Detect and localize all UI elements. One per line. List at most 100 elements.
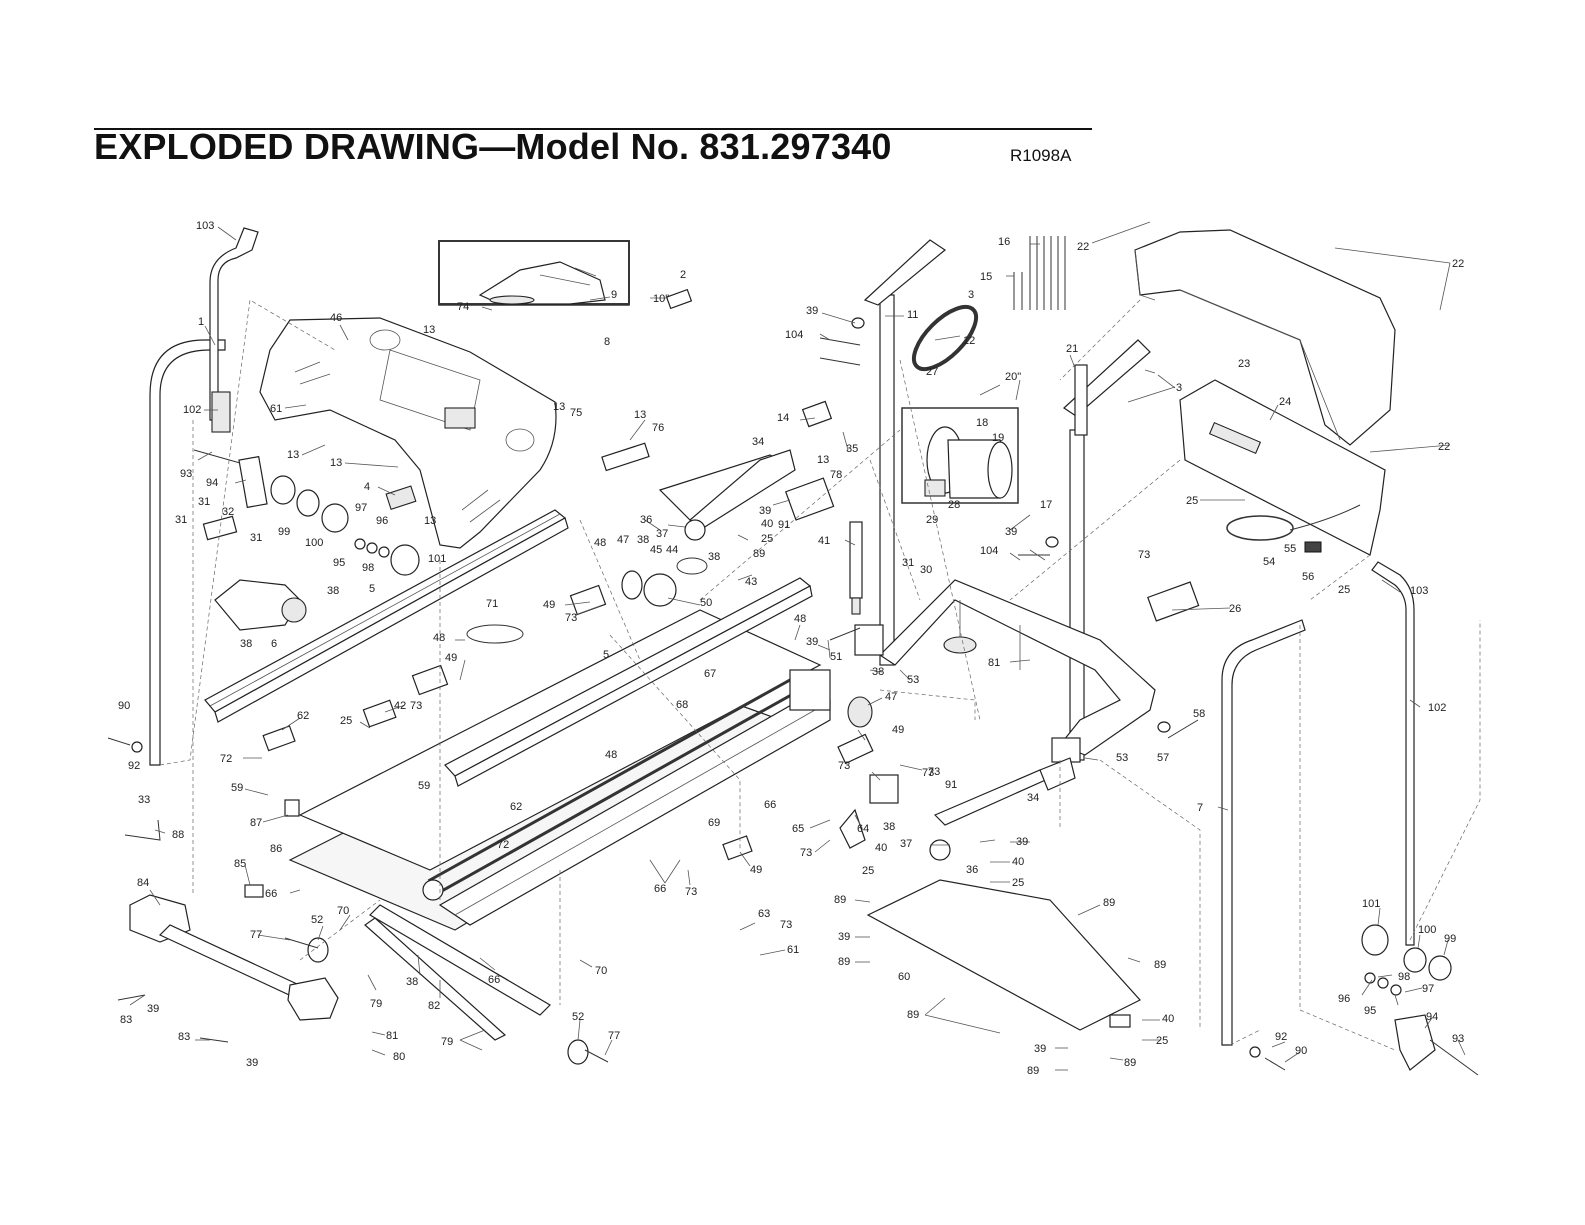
part-label-l83b: 83	[178, 1031, 190, 1043]
part-label-l46: 46	[330, 312, 342, 324]
part-label-l70a: 70	[337, 905, 349, 917]
part-label-l49a: 49	[543, 599, 555, 611]
part-label-l99a: 99	[278, 526, 290, 538]
part-label-l64: 64	[857, 823, 869, 835]
part-label-l61b: 61	[787, 944, 799, 956]
part-label-l25a: 25	[761, 533, 773, 545]
part-label-l13c: 13	[423, 324, 435, 336]
part-label-l100a: 100	[305, 537, 323, 549]
part-label-l17: 17	[1040, 499, 1052, 511]
part-label-l13f: 13	[634, 409, 646, 421]
part-label-l83a: 83	[120, 1014, 132, 1026]
part-label-l45: 45	[650, 544, 662, 556]
part-label-l52a: 52	[311, 914, 323, 926]
part-label-l54: 54	[1263, 556, 1275, 568]
part-label-l38a: 38	[327, 585, 339, 597]
page-title: EXPLODED DRAWING—Model No. 831.297340	[94, 126, 892, 167]
part-label-l81a: 81	[386, 1030, 398, 1042]
part-label-l88: 88	[172, 829, 184, 841]
part-label-l25d: 25	[1338, 584, 1350, 596]
part-label-l31b: 31	[175, 514, 187, 526]
part-label-l67: 67	[704, 668, 716, 680]
part-label-l25c: 25	[1186, 495, 1198, 507]
part-label-l91a: 91	[778, 519, 790, 531]
part-label-l25f: 25	[1012, 877, 1024, 889]
part-label-l66a: 66	[764, 799, 776, 811]
deck-frame-part	[422, 669, 831, 926]
part-label-l24: 24	[1279, 396, 1291, 408]
right-side-rail-part	[444, 577, 813, 787]
part-label-l89a: 89	[753, 548, 765, 560]
part-label-l29: 29	[926, 514, 938, 526]
part-label-l36b: 36	[966, 864, 978, 876]
left-roller-parts	[193, 449, 420, 631]
part-label-l38e: 38	[406, 976, 418, 988]
part-label-l48d: 48	[794, 613, 806, 625]
right-roller-parts	[1361, 924, 1479, 1076]
part-label-l43: 43	[745, 576, 757, 588]
part-label-l3b: 3	[1176, 382, 1182, 394]
part-label-l22c: 22	[1438, 441, 1450, 453]
part-label-l25b: 25	[340, 715, 352, 727]
part-label-l78: 78	[830, 469, 842, 481]
part-label-l48a: 48	[594, 537, 606, 549]
part-label-l72a: 72	[220, 753, 232, 765]
part-label-l59a: 59	[231, 782, 243, 794]
part-label-l56: 56	[1302, 571, 1314, 583]
part-label-l94a: 94	[206, 477, 218, 489]
part-label-l68: 68	[676, 699, 688, 711]
part-label-l19: 19	[992, 432, 1004, 444]
part-label-l73g: 73	[838, 760, 850, 772]
pulley-part	[621, 519, 873, 728]
part-label-l47b: 47	[885, 691, 897, 703]
part-label-l15: 15	[980, 271, 992, 283]
motor-hood-part	[1134, 229, 1396, 446]
part-label-l90b: 90	[1295, 1045, 1307, 1057]
part-label-l8: 8	[604, 336, 610, 348]
part-label-l66c: 66	[488, 974, 500, 986]
part-label-l73d: 73	[780, 919, 792, 931]
part-label-l21: 21	[1066, 343, 1078, 355]
part-label-l55: 55	[1284, 543, 1296, 555]
part-label-l94b: 94	[1426, 1011, 1438, 1023]
part-label-l73a: 73	[565, 612, 577, 624]
part-label-l101b: 101	[1362, 898, 1380, 910]
part-label-l82: 82	[428, 1000, 440, 1012]
left-upright-part	[149, 227, 259, 766]
part-label-l35: 35	[846, 443, 858, 455]
part-label-l37b: 37	[900, 838, 912, 850]
part-label-l75: 75	[570, 407, 582, 419]
part-label-l73f: 73	[928, 766, 940, 778]
part-label-l66d: 66	[654, 883, 666, 895]
part-label-l66b: 66	[265, 888, 277, 900]
part-label-l5b: 5	[603, 649, 609, 661]
part-label-l2: 2	[680, 269, 686, 281]
part-label-l20: 20"	[1005, 371, 1021, 383]
part-label-l103a: 103	[196, 220, 214, 232]
part-label-l89f: 89	[907, 1009, 919, 1021]
hood-bracket-part	[1179, 379, 1386, 556]
part-label-l25e: 25	[862, 865, 874, 877]
part-label-l33: 33	[138, 794, 150, 806]
part-label-l12: 12	[963, 335, 975, 347]
part-label-l32: 32	[222, 506, 234, 518]
part-label-l61a: 61	[270, 403, 282, 415]
part-label-l3a: 3	[968, 289, 974, 301]
part-label-l39a: 39	[759, 505, 771, 517]
part-label-l13a: 13	[287, 449, 299, 461]
part-label-l38d: 38	[637, 534, 649, 546]
part-label-l40d: 40	[1162, 1013, 1174, 1025]
part-label-l87: 87	[250, 817, 262, 829]
part-label-l76: 76	[652, 422, 664, 434]
part-label-l79a: 79	[370, 998, 382, 1010]
part-label-l81b: 81	[988, 657, 1000, 669]
part-label-l27: 27	[926, 366, 938, 378]
part-label-l65: 65	[792, 823, 804, 835]
part-label-l97b: 97	[1422, 983, 1434, 995]
part-label-l92a: 92	[128, 760, 140, 772]
part-label-l63: 63	[758, 908, 770, 920]
part-label-l104a: 104	[785, 329, 803, 341]
